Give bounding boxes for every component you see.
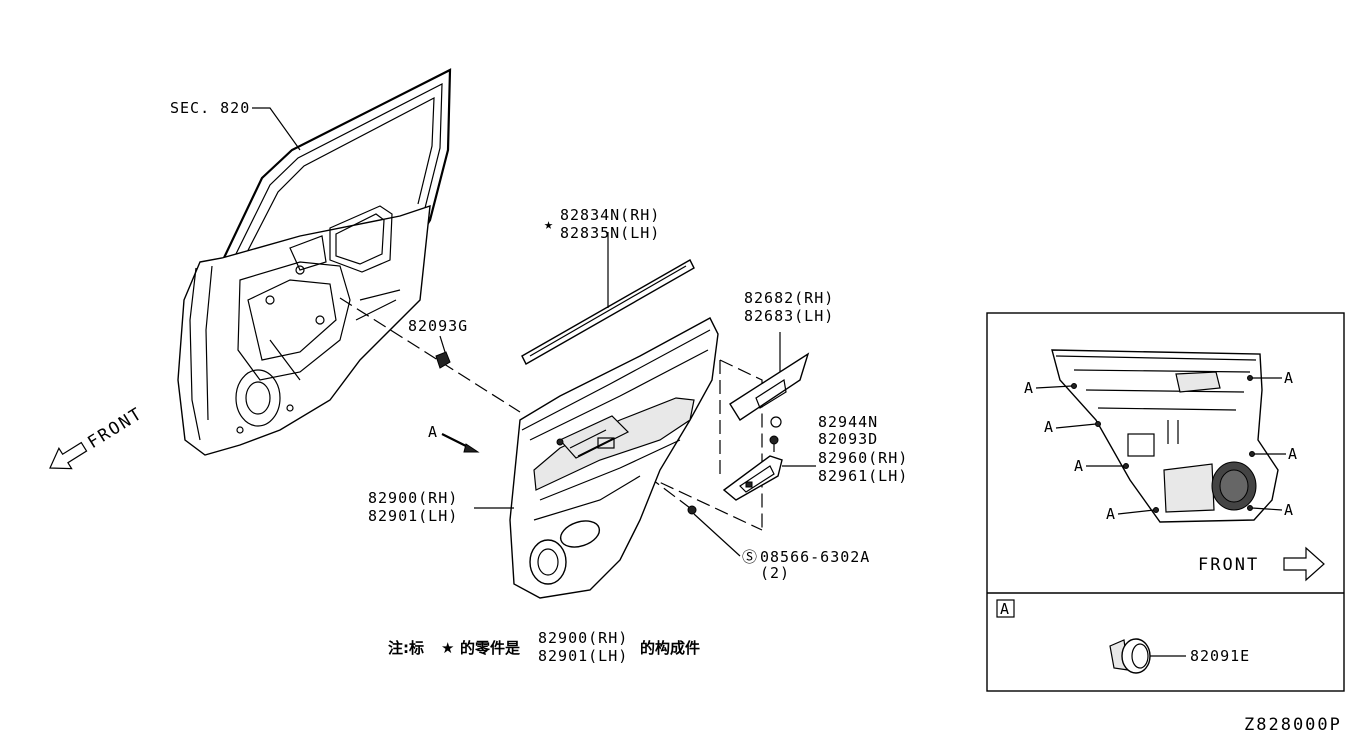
weatherstrip-82834n: ★ 82834N(RH) 82835N(LH) bbox=[521, 206, 695, 365]
note-lh: 82901(LH) bbox=[538, 647, 628, 665]
screw-symbol: Ⓢ bbox=[742, 548, 758, 566]
door-trim-panel: A 82900(RH) 82901(LH) bbox=[368, 317, 719, 599]
component-note: 注:标 ★ 的零件是 82900(RH) 82901(LH) 的构成件 bbox=[388, 629, 700, 665]
inset-front-label: FRONT bbox=[1198, 555, 1259, 575]
note-prefix: 注:标 bbox=[388, 639, 424, 657]
switch-bezel-82960: 82960(RH) 82961(LH) bbox=[722, 449, 908, 501]
part-82960-label: 82960(RH) bbox=[818, 449, 908, 467]
part-82835n-label: 82835N(LH) bbox=[560, 224, 660, 242]
part-82093g-label: 82093G bbox=[408, 317, 468, 335]
screw-08566: Ⓢ 08566-6302A (2) bbox=[687, 505, 870, 582]
finisher-82682: 82682(RH) 82683(LH) bbox=[729, 289, 834, 421]
note-middle: 的零件是 bbox=[460, 639, 521, 657]
view-a-arrow-label: A bbox=[428, 423, 438, 441]
inset-a-label-5: A bbox=[1284, 369, 1294, 387]
clip-82091e: 82091E bbox=[1109, 638, 1250, 674]
star-marker: ★ bbox=[544, 215, 554, 233]
clip-82093d: 82093D bbox=[769, 430, 878, 452]
note-rh: 82900(RH) bbox=[538, 629, 628, 647]
inset-a-label-6: A bbox=[1288, 445, 1298, 463]
inset-a-label-4: A bbox=[1106, 505, 1116, 523]
inset-a-label-7: A bbox=[1284, 501, 1294, 519]
part-82961-label: 82961(LH) bbox=[818, 467, 908, 485]
front-label-left: FRONT bbox=[84, 404, 146, 453]
part-82091e-label: 82091E bbox=[1190, 647, 1250, 665]
part-82901-label: 82901(LH) bbox=[368, 507, 458, 525]
part-82834n-label: 82834N(RH) bbox=[560, 206, 660, 224]
clip-82093g: 82093G bbox=[408, 317, 468, 369]
screw-qty-label: (2) bbox=[760, 564, 790, 582]
part-82683-label: 82683(LH) bbox=[744, 307, 834, 325]
view-a-tag: A bbox=[1000, 600, 1010, 618]
diagram-code: Z828000P bbox=[1244, 715, 1342, 735]
part-82682-label: 82682(RH) bbox=[744, 289, 834, 307]
front-arrow-left: FRONT bbox=[49, 404, 147, 470]
note-suffix: 的构成件 bbox=[640, 639, 700, 657]
note-star: ★ bbox=[441, 639, 454, 657]
part-82093d-label: 82093D bbox=[818, 430, 878, 448]
inset-panel: A A A A A A A FRONT A 82091E bbox=[986, 312, 1345, 692]
cap-82944n: 82944N bbox=[770, 413, 878, 431]
sec-820-label: SEC. 820 bbox=[170, 99, 250, 117]
inset-a-label-2: A bbox=[1044, 418, 1054, 436]
inset-a-label-3: A bbox=[1074, 457, 1084, 475]
part-82944n-label: 82944N bbox=[818, 413, 878, 431]
part-82900-label: 82900(RH) bbox=[368, 489, 458, 507]
screw-code-label: 08566-6302A bbox=[760, 548, 870, 566]
door-shell: SEC. 820 bbox=[170, 68, 452, 456]
inset-a-label-1: A bbox=[1024, 379, 1034, 397]
